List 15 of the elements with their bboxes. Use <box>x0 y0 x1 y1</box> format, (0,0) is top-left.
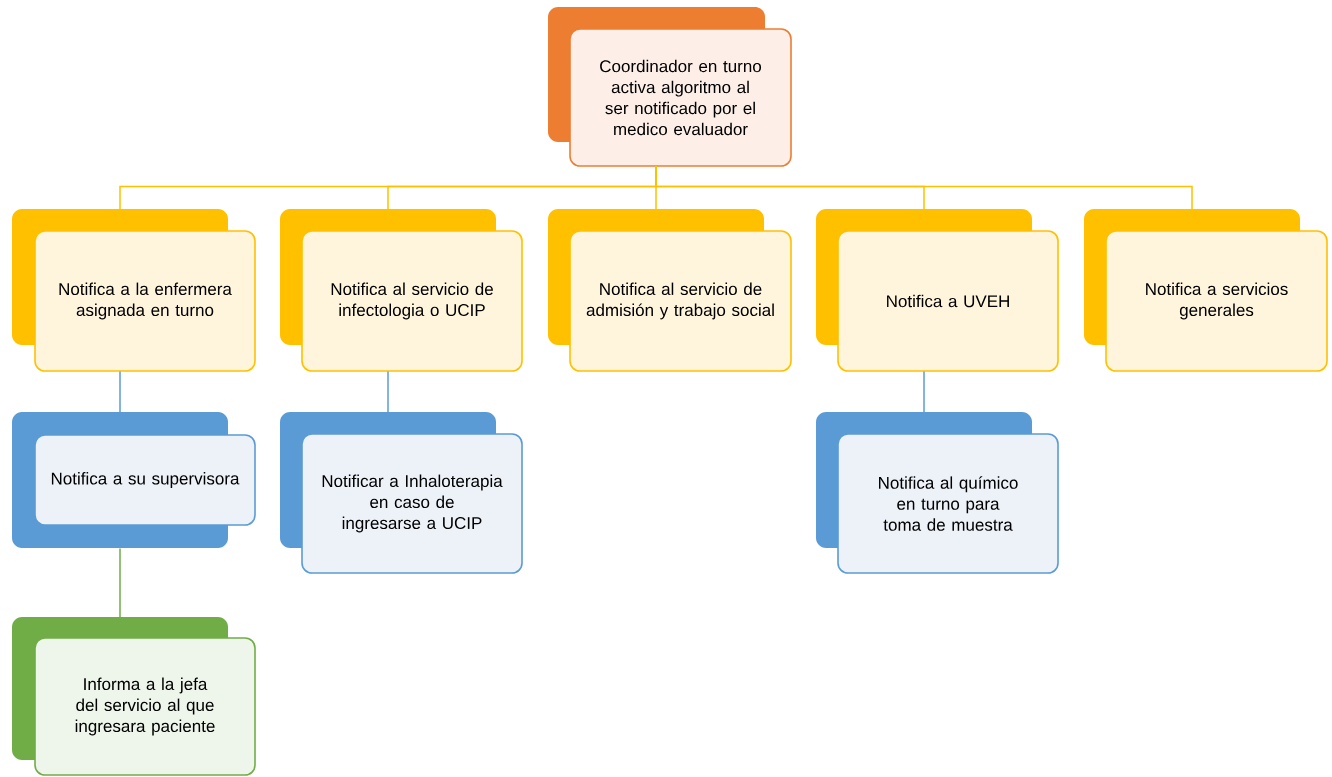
process-box: Notifica al servicio de admisión y trabajo social <box>548 209 792 372</box>
process-box: Notifica a UVEH <box>816 209 1059 372</box>
process-box: Notifica al servicio de infectologia o UCIP <box>280 209 523 372</box>
connector-line <box>119 370 121 413</box>
process-box: Notifica a la enfermera asignada en turno <box>12 209 256 372</box>
process-box: Coordinador en turno activa algoritmo al ser notificado por el medico evaluador <box>548 7 792 167</box>
connector-line <box>119 547 121 618</box>
connector-line <box>655 165 1193 210</box>
process-box: Notificar a Inhaloterapia en caso de ingresarse a UCIP <box>280 412 523 574</box>
process-box: Informa a la jefa del servicio al que ingresara paciente <box>12 617 256 776</box>
connector-line <box>923 370 925 413</box>
connector-line <box>387 370 389 413</box>
process-box: Notifica al químico en turno para toma de muestra <box>816 412 1059 574</box>
process-box: Notifica a su supervisora <box>12 412 256 548</box>
process-box: Notifica a servicios generales <box>1084 209 1328 372</box>
